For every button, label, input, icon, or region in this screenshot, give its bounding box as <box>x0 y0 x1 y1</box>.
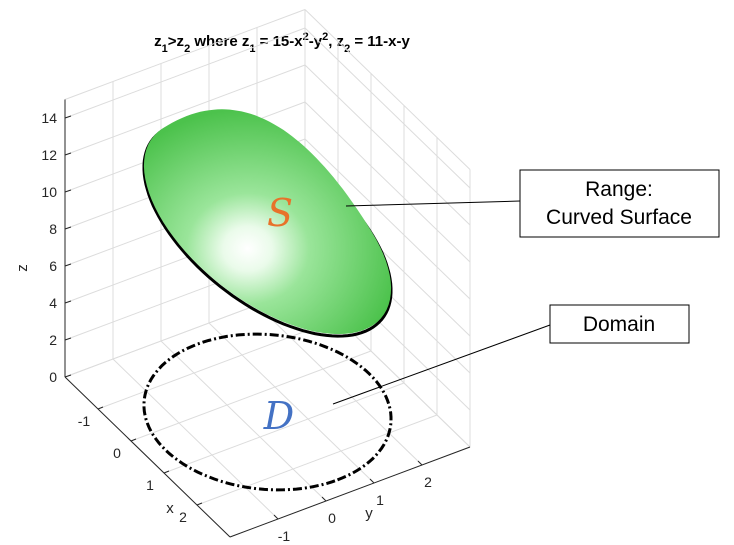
y-tick-label: 1 <box>376 492 384 508</box>
z-tick-label: 8 <box>49 221 57 237</box>
chart-title: z1>z2 where z1 = 15-x2-y2, z2 = 11-x-y <box>154 31 410 55</box>
x-tick-label: 1 <box>146 477 154 493</box>
z-tick-label: 0 <box>49 369 57 385</box>
range-annotation-leader <box>345 200 521 207</box>
x-tick-label: 0 <box>113 445 121 461</box>
axes <box>64 99 471 538</box>
z-axis-label: z <box>14 264 31 272</box>
z-tick-label: 14 <box>41 110 57 126</box>
x-axis-line <box>64 376 231 538</box>
y-tick-mark <box>273 514 279 520</box>
z-tick-label: 6 <box>49 258 57 274</box>
grid-line <box>112 358 279 520</box>
grid-line <box>64 9 306 100</box>
domain-label-d: D <box>263 394 294 438</box>
grid-line <box>160 340 327 502</box>
z-tick-mark <box>64 300 72 304</box>
domain-annotation-text: Domain <box>583 313 655 336</box>
surface-label-s: S <box>267 191 293 235</box>
x-tick-mark <box>130 438 137 442</box>
x-tick-label: -1 <box>78 413 91 429</box>
grid-line <box>304 138 471 300</box>
range-surface <box>143 109 392 335</box>
z-tick-mark <box>64 263 72 267</box>
y-tick-mark <box>321 496 327 502</box>
range-annotation-line-1: Range: <box>585 178 653 201</box>
domain-annotation-leader <box>332 324 551 405</box>
z-tick-label: 2 <box>49 332 57 348</box>
z-tick-mark <box>64 337 72 341</box>
grid-line <box>97 318 339 410</box>
y-tick-mark <box>369 478 375 484</box>
grid-line <box>163 382 405 474</box>
domain-annotation-box <box>549 304 690 344</box>
x-tick-mark <box>196 502 203 506</box>
grid-line <box>304 64 471 226</box>
x-tick-label: 2 <box>179 509 187 525</box>
grid-line <box>304 101 471 263</box>
z-tick-mark <box>64 226 72 230</box>
y-tick-mark <box>417 460 423 466</box>
range-annotation-box <box>519 169 720 238</box>
z-tick-label: 4 <box>49 295 57 311</box>
z-tick-label: 12 <box>41 147 57 163</box>
range-annotation-line-2: Curved Surface <box>546 206 692 229</box>
z-tick-mark <box>64 115 72 119</box>
grid-line <box>196 414 438 506</box>
y-tick-label: 0 <box>328 510 336 526</box>
z-tick-mark <box>64 152 72 156</box>
y-tick-label: 2 <box>424 474 432 490</box>
domain-boundary-curve <box>142 332 393 492</box>
grid-line <box>256 304 423 466</box>
grid-line <box>208 322 375 484</box>
x-tick-mark <box>163 470 170 474</box>
grid-line <box>64 27 306 119</box>
y-axis-line <box>229 446 471 538</box>
grid-line <box>64 64 306 156</box>
grid-line <box>304 27 471 189</box>
y-axis-label: y <box>365 505 373 522</box>
z-tick-label: 10 <box>41 184 57 200</box>
grid-line <box>130 350 372 442</box>
y-tick-label: -1 <box>278 528 291 544</box>
z-tick-mark <box>64 374 72 378</box>
x-axis-label: x <box>166 500 174 517</box>
x-tick-mark <box>97 406 104 410</box>
z-tick-mark <box>64 189 72 193</box>
grid-line <box>304 9 471 170</box>
